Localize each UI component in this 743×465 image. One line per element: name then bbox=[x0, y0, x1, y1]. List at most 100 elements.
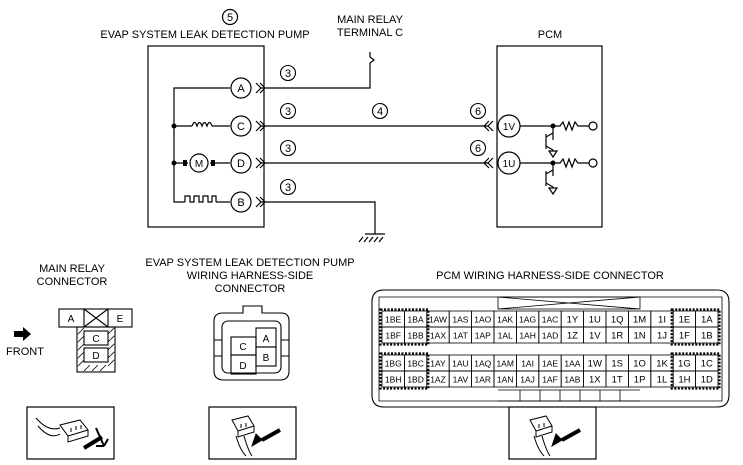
pcm-terminal-label: 1AW bbox=[429, 315, 447, 325]
relay-terminal-e: E bbox=[117, 314, 124, 325]
pcm-terminal-label: 1AY bbox=[430, 359, 446, 369]
pump-terminal-c: C bbox=[237, 121, 245, 133]
pcm-terminal-label: 1AT bbox=[453, 331, 468, 341]
pcm-terminal-label: 1AE bbox=[542, 359, 558, 369]
pcm-terminal-label: 1Y bbox=[567, 315, 579, 326]
pcm-terminal-label: 1AA bbox=[564, 359, 580, 369]
pump-title: EVAP SYSTEM LEAK DETECTION PUMP bbox=[100, 29, 310, 41]
front-arrow-icon bbox=[14, 327, 31, 341]
wire-b bbox=[260, 201, 376, 234]
pcm-connector-title: PCM WIRING HARNESS-SIDE CONNECTOR bbox=[436, 270, 664, 282]
pcm-terminal-label: 1AP bbox=[475, 331, 491, 341]
pump-plug-icon bbox=[231, 415, 281, 457]
pcm-terminal-label: 1AL bbox=[498, 331, 513, 341]
pcm-terminal-label: 1T bbox=[612, 375, 623, 386]
relay-terminal-c: C bbox=[92, 334, 99, 345]
pcm-hatched-group bbox=[670, 308, 721, 346]
pcm-cavity bbox=[695, 326, 719, 344]
pcm-terminal-label: 1AK bbox=[497, 315, 513, 325]
pcm-terminal-label: 1AI bbox=[521, 359, 534, 369]
pump-terminal-d: D bbox=[237, 158, 245, 170]
pcm-terminal-label: 1AX bbox=[430, 331, 446, 341]
pcm-terminal-label: 1Z bbox=[567, 331, 578, 342]
pump-connector-title-line2: WIRING HARNESS-SIDE bbox=[186, 270, 314, 282]
pcm-terminal-label: 1AZ bbox=[430, 375, 446, 385]
pcm-terminal-label: 1S bbox=[611, 359, 623, 370]
pcm-terminal-label: 1F bbox=[679, 331, 690, 342]
pcm-terminal-label: 1R bbox=[611, 331, 623, 342]
pump-connector-body bbox=[213, 305, 290, 381]
wire-mark-pcm-1v: 6 bbox=[475, 106, 481, 118]
pcm-terminal-1v: 1V bbox=[503, 122, 516, 133]
pcm-connector-shell bbox=[371, 289, 730, 408]
pcm-terminal-label: 1BE bbox=[385, 315, 401, 325]
pcm-terminal-label: 1BA bbox=[408, 315, 424, 325]
pump-conn-terminal-b: B bbox=[263, 353, 270, 364]
pump-connector-marks bbox=[255, 82, 266, 208]
wire-a bbox=[260, 52, 375, 89]
pcm-circuit-1v bbox=[520, 120, 589, 132]
front-label: FRONT bbox=[6, 346, 44, 358]
pcm-terminal-label: 1AO bbox=[474, 315, 491, 325]
relay-terminal-d: D bbox=[92, 351, 99, 362]
main-relay-label-line2: TERMINAL C bbox=[336, 27, 404, 39]
pcm-terminal-label: 1BH bbox=[385, 375, 402, 385]
relay-connector-title-line2: CONNECTOR bbox=[36, 276, 108, 288]
pcm-terminal-label: 1AV bbox=[453, 375, 469, 385]
pump-conn-terminal-a: A bbox=[263, 334, 270, 345]
pump-conn-terminal-d: D bbox=[239, 361, 246, 372]
pcm-terminal-label: 1L bbox=[657, 375, 668, 386]
wire-mark-middle: 4 bbox=[377, 106, 383, 118]
pcm-terminal-label: 1AG bbox=[519, 315, 536, 325]
pcm-terminal-label: 1B bbox=[701, 331, 713, 342]
pcm-terminal-label: 1W bbox=[588, 359, 602, 370]
ground-symbol bbox=[358, 233, 385, 243]
pump-connector-title-line1: EVAP SYSTEM LEAK DETECTION PUMP bbox=[145, 257, 355, 269]
pcm-terminal-label: 1I bbox=[658, 315, 666, 326]
pcm-terminal-label: 1M bbox=[633, 315, 646, 326]
pcm-terminal-label: 1BB bbox=[408, 331, 424, 341]
pcm-terminal-label: 1P bbox=[634, 375, 646, 386]
pcm-hatched-group bbox=[670, 352, 721, 390]
pcm-connector-view-box bbox=[508, 406, 597, 460]
pcm-plug-icon bbox=[529, 415, 581, 457]
relay-connector-view-box bbox=[26, 406, 115, 460]
pump-conn-terminal-c: C bbox=[239, 342, 246, 353]
main-relay-label-line1: MAIN RELAY bbox=[337, 14, 403, 26]
pcm-circuit-1u bbox=[520, 157, 589, 169]
pcm-terminal-label: 1J bbox=[657, 331, 667, 342]
pcm-terminal-label: 1AR bbox=[475, 375, 492, 385]
pcm-terminal-label: 1AQ bbox=[474, 359, 491, 369]
pcm-terminal-label: 1X bbox=[589, 375, 601, 386]
pcm-terminal-label: 1AS bbox=[452, 315, 468, 325]
motor-label: M bbox=[195, 159, 203, 170]
pcm-title: PCM bbox=[537, 29, 563, 41]
pcm-terminal-label: 1AH bbox=[519, 331, 536, 341]
pcm-terminal-label: 1G bbox=[678, 359, 691, 370]
relay-connector-body bbox=[76, 326, 116, 373]
pcm-terminal-1u: 1U bbox=[503, 159, 516, 170]
wire-mark-pcm-1u: 6 bbox=[475, 143, 481, 155]
pump-connector-title-line3: CONNECTOR bbox=[214, 283, 286, 295]
pcm-terminal-label: 1BD bbox=[407, 375, 424, 385]
relay-terminal-a: A bbox=[68, 314, 75, 325]
pump-terminal-a: A bbox=[237, 83, 245, 95]
relay-plug-icon bbox=[35, 417, 109, 450]
pcm-terminal-label: 1V bbox=[589, 331, 601, 342]
pcm-terminal-label: 1AF bbox=[542, 375, 558, 385]
pcm-terminal-label: 1H bbox=[678, 375, 690, 386]
pump-terminal-b: B bbox=[237, 197, 244, 209]
pump-connector-view-box bbox=[208, 406, 297, 460]
pcm-terminal-label: 1AB bbox=[564, 375, 580, 385]
pcm-hatched-group bbox=[379, 352, 430, 390]
pcm-box bbox=[496, 45, 603, 228]
pcm-terminal-label: 1A bbox=[701, 315, 713, 326]
pump-coil bbox=[191, 121, 213, 128]
pcm-cavity bbox=[695, 370, 719, 388]
pcm-terminal-label: 1N bbox=[634, 331, 646, 342]
pcm-terminal-label: 1AU bbox=[452, 359, 469, 369]
wire-mark-a: 3 bbox=[285, 68, 291, 80]
pcm-terminal-label: 1BF bbox=[385, 331, 401, 341]
